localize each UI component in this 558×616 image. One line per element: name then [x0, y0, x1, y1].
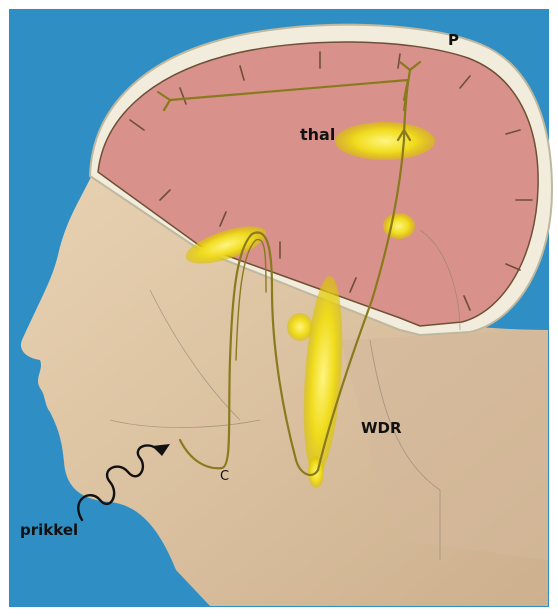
label-wdr: WDR — [361, 421, 402, 436]
small-glow-upper — [383, 213, 415, 239]
label-c: C — [220, 470, 229, 483]
label-p: P — [448, 33, 459, 48]
thalamus-glow — [335, 122, 435, 160]
label-prikkel: prikkel — [20, 523, 78, 538]
label-thal: thal — [300, 127, 335, 143]
